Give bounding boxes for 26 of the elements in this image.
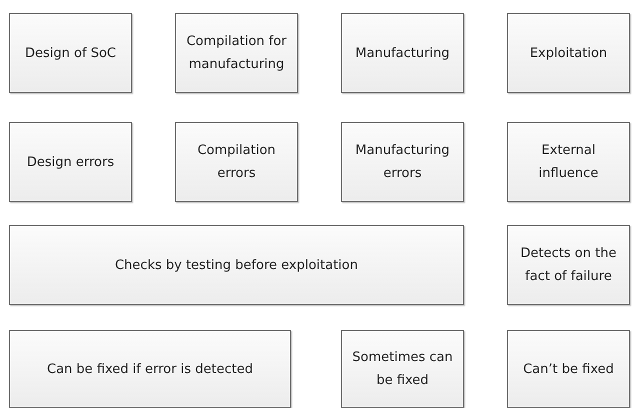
- box-label: Can be fixed if error is detected: [46, 360, 254, 378]
- process-box: [9, 122, 132, 202]
- process-box: [341, 13, 464, 93]
- box-label: Can’t be fixed: [522, 360, 615, 378]
- box-label: Sometimes can be fixed: [351, 349, 454, 390]
- process-box: [507, 225, 630, 305]
- box-label: Compilation for manufacturing: [185, 33, 288, 74]
- process-box: [507, 330, 630, 408]
- process-box: [507, 122, 630, 202]
- process-box: [341, 330, 464, 408]
- box-label: Design errors: [26, 154, 116, 172]
- box-label: Exploitation: [528, 44, 608, 62]
- process-box: [175, 13, 298, 93]
- process-box: [9, 225, 464, 305]
- box-label: Checks by testing before exploitation: [114, 256, 359, 274]
- process-box: [341, 122, 464, 202]
- box-label: Detects on the fact of failure: [520, 245, 618, 286]
- process-box: [175, 122, 298, 202]
- process-box: [507, 13, 630, 93]
- process-box: [9, 13, 132, 93]
- process-box: [9, 330, 291, 408]
- box-label: External influence: [538, 142, 600, 183]
- box-label: Compilation errors: [196, 142, 277, 183]
- box-label: Manufacturing: [354, 44, 451, 62]
- box-label: Manufacturing errors: [354, 142, 451, 183]
- box-label: Design of SoC: [24, 44, 117, 62]
